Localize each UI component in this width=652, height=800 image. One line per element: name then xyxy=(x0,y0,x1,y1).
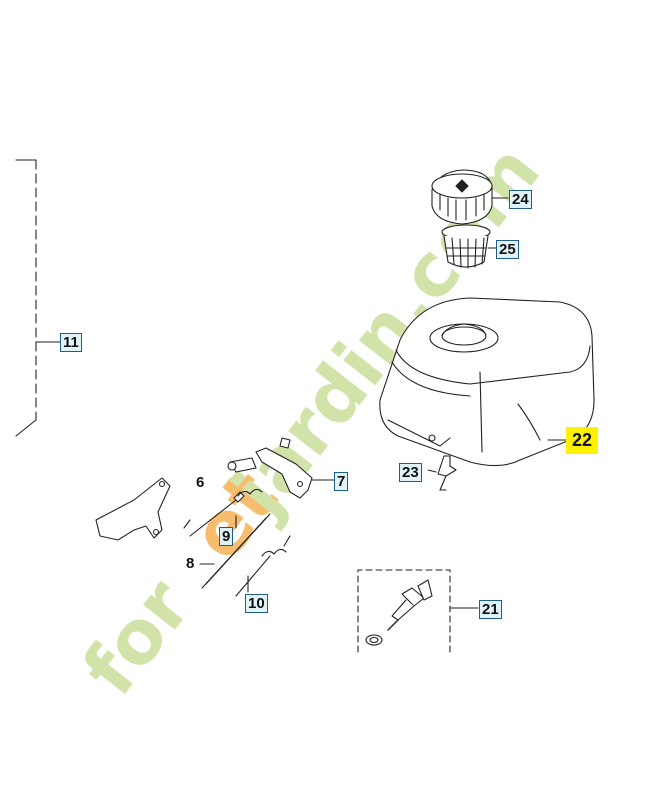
callout-23: 23 xyxy=(399,463,422,482)
bracket-group-11 xyxy=(15,159,61,437)
lever-part-7 xyxy=(255,437,335,499)
callout-11: 11 xyxy=(60,333,82,352)
fuel-tank-part xyxy=(379,297,595,467)
bracket-group-21 xyxy=(357,569,479,653)
callout-6: 6 xyxy=(196,474,205,491)
fuel-valve-part xyxy=(365,579,433,646)
callout-7: 7 xyxy=(334,472,349,491)
strainer-part xyxy=(441,224,497,269)
callout-25: 25 xyxy=(496,240,519,259)
callout-24: 24 xyxy=(509,190,532,209)
pin-part-6 xyxy=(227,457,257,473)
callout-9: 9 xyxy=(219,527,234,546)
mount-bracket-part xyxy=(95,477,191,541)
callout-10: 10 xyxy=(245,594,268,613)
callout-8: 8 xyxy=(186,555,195,572)
drain-bolt-part xyxy=(427,455,457,491)
fuel-cap-part xyxy=(431,169,509,225)
callout-21: 21 xyxy=(479,600,502,619)
rod-part-8 xyxy=(199,513,271,589)
spring-part-10 xyxy=(235,535,291,597)
spring-part-9 xyxy=(189,488,263,537)
callout-22-highlighted: 22 xyxy=(566,427,599,454)
